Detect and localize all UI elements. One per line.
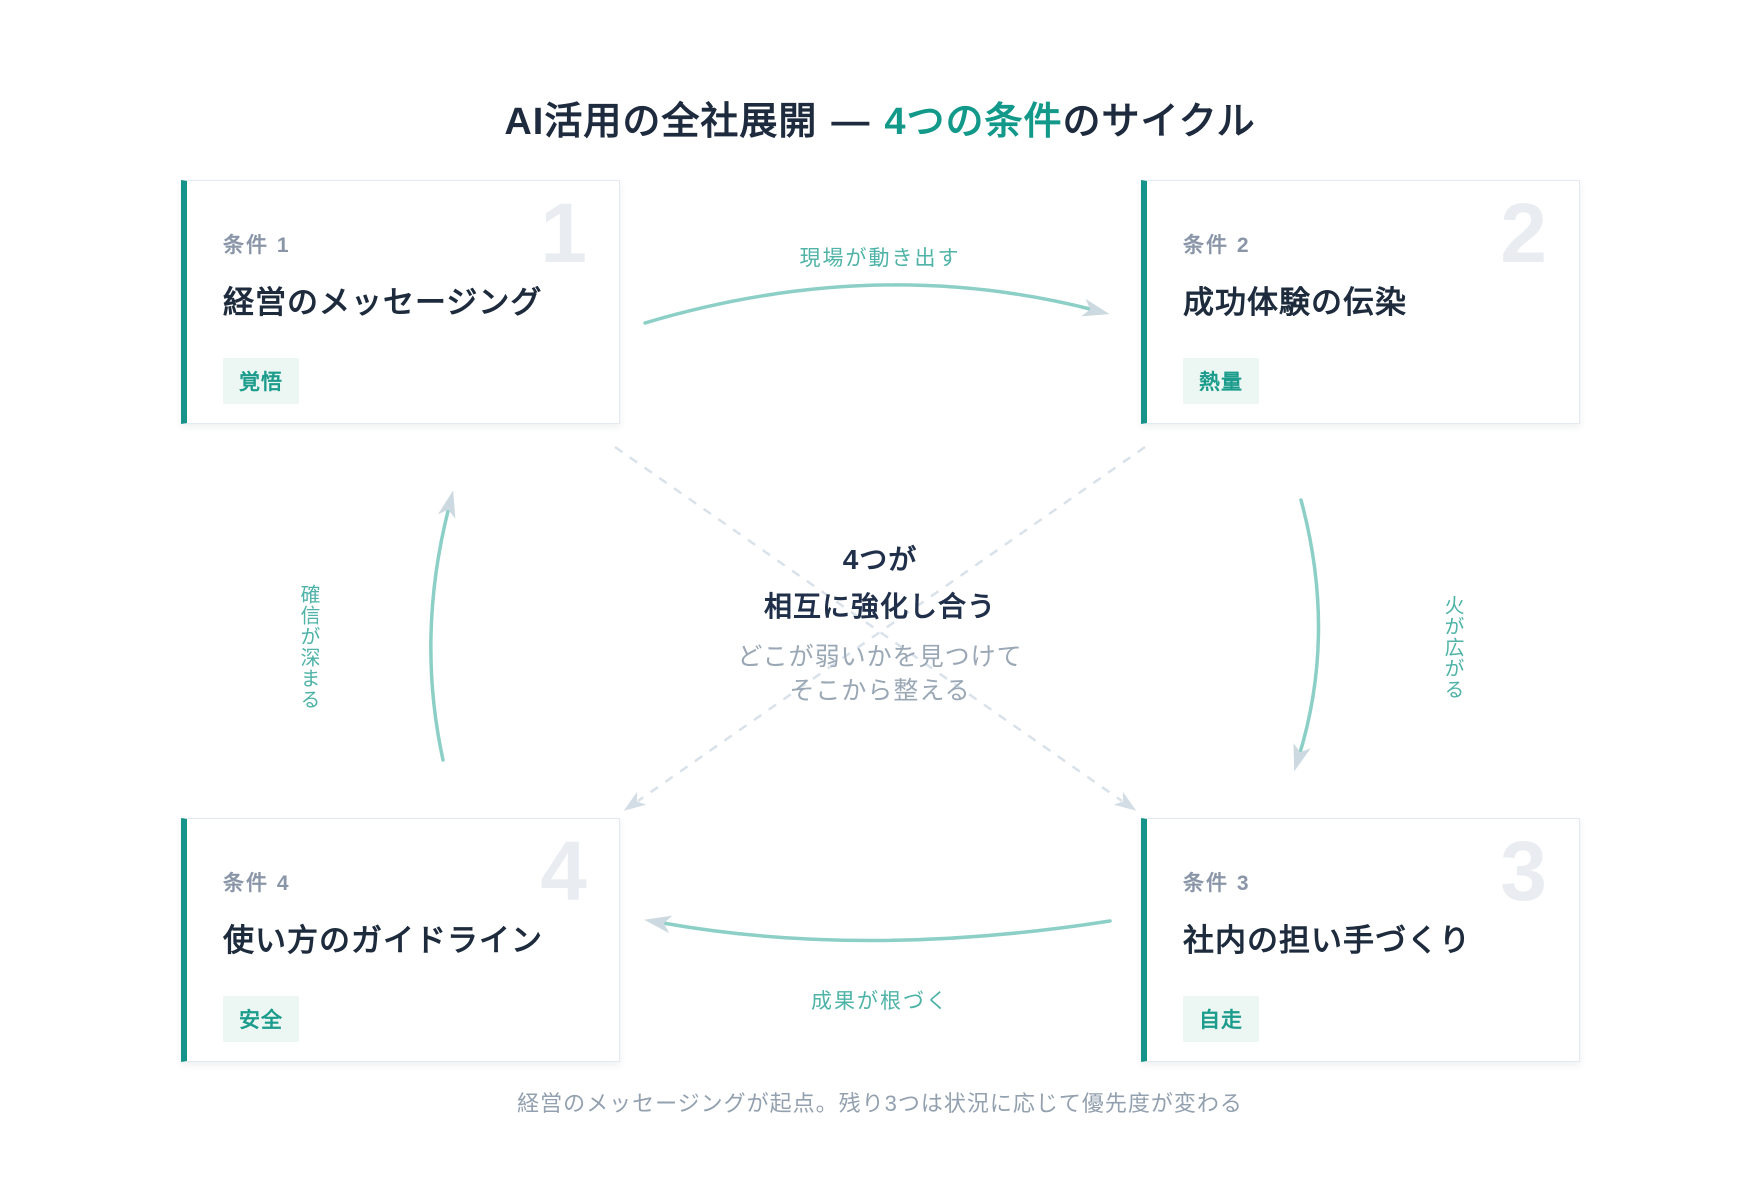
title-separator: — — [831, 101, 871, 143]
center-strong-line2: 相互に強化し合う — [763, 591, 996, 622]
arrow-right-curve — [1297, 498, 1321, 758]
card-number: 3 — [1500, 824, 1547, 918]
page-title: AI活用の全社展開 — 4つの条件のサイクル — [0, 90, 1760, 145]
flow-label-top: 現場が動き出す — [799, 247, 961, 270]
condition-badge: 安全 — [223, 996, 299, 1042]
arrow-left-head — [437, 490, 456, 519]
center-sub-line2: そこから整える — [789, 677, 971, 705]
condition-kicker: 条件 4 — [223, 872, 291, 895]
title-text-right: のサイクル — [1062, 101, 1256, 143]
card-number: 2 — [1500, 186, 1547, 280]
diagonal-dashed-1-3 — [614, 445, 1123, 803]
arrow-left-curve — [429, 505, 451, 762]
card-title: 社内の担い手づくり — [1183, 923, 1471, 958]
center-sub-line1: どこが弱いかを見つけて — [737, 643, 1023, 671]
condition-card-4: 4 条件 4 使い方のガイドライン 安全 — [181, 818, 620, 1062]
title-highlight: 4つの条件 — [884, 101, 1063, 143]
card-title: 使い方のガイドライン — [223, 923, 543, 958]
title-text-left: AI活用の全社展開 — [504, 101, 818, 143]
condition-card-3: 3 条件 3 社内の担い手づくり 自走 — [1141, 818, 1580, 1062]
card-title: 成功体験の伝染 — [1183, 285, 1407, 320]
condition-kicker: 条件 2 — [1183, 234, 1251, 257]
arrow-right-head — [1293, 742, 1311, 772]
flow-label-bottom: 成果が根づく — [811, 990, 949, 1013]
arrow-top-curve — [643, 283, 1096, 325]
center-label: 4つが 相互に強化し合う どこが弱いかを見つけて そこから整える — [580, 536, 1180, 708]
center-strong-line1: 4つが — [842, 544, 918, 575]
condition-badge: 熱量 — [1183, 358, 1259, 404]
diagonal-dashed-2-4-head — [623, 791, 647, 811]
card-number: 4 — [540, 824, 587, 918]
condition-card-2: 2 条件 2 成功体験の伝染 熱量 — [1141, 180, 1580, 424]
condition-badge: 自走 — [1183, 996, 1259, 1042]
diagonal-dashed-1-3-head — [1113, 791, 1137, 811]
condition-card-1: 1 条件 1 経営のメッセージング 覚悟 — [181, 180, 620, 424]
arrow-bottom-curve — [661, 919, 1112, 943]
condition-kicker: 条件 1 — [223, 234, 291, 257]
condition-badge: 覚悟 — [223, 358, 299, 404]
flow-label-left: 確信が深まる — [297, 584, 319, 710]
flow-label-right: 火が広がる — [1441, 595, 1463, 700]
footnote: 経営のメッセージングが起点。残り3つは状況に応じて優先度が変わる — [517, 1091, 1243, 1116]
card-number: 1 — [540, 186, 587, 280]
condition-kicker: 条件 3 — [1183, 872, 1251, 895]
diagonal-dashed-2-4 — [637, 445, 1146, 803]
card-title: 経営のメッセージング — [223, 285, 543, 320]
arrow-bottom-head — [644, 915, 673, 934]
arrow-top-head — [1081, 298, 1110, 317]
